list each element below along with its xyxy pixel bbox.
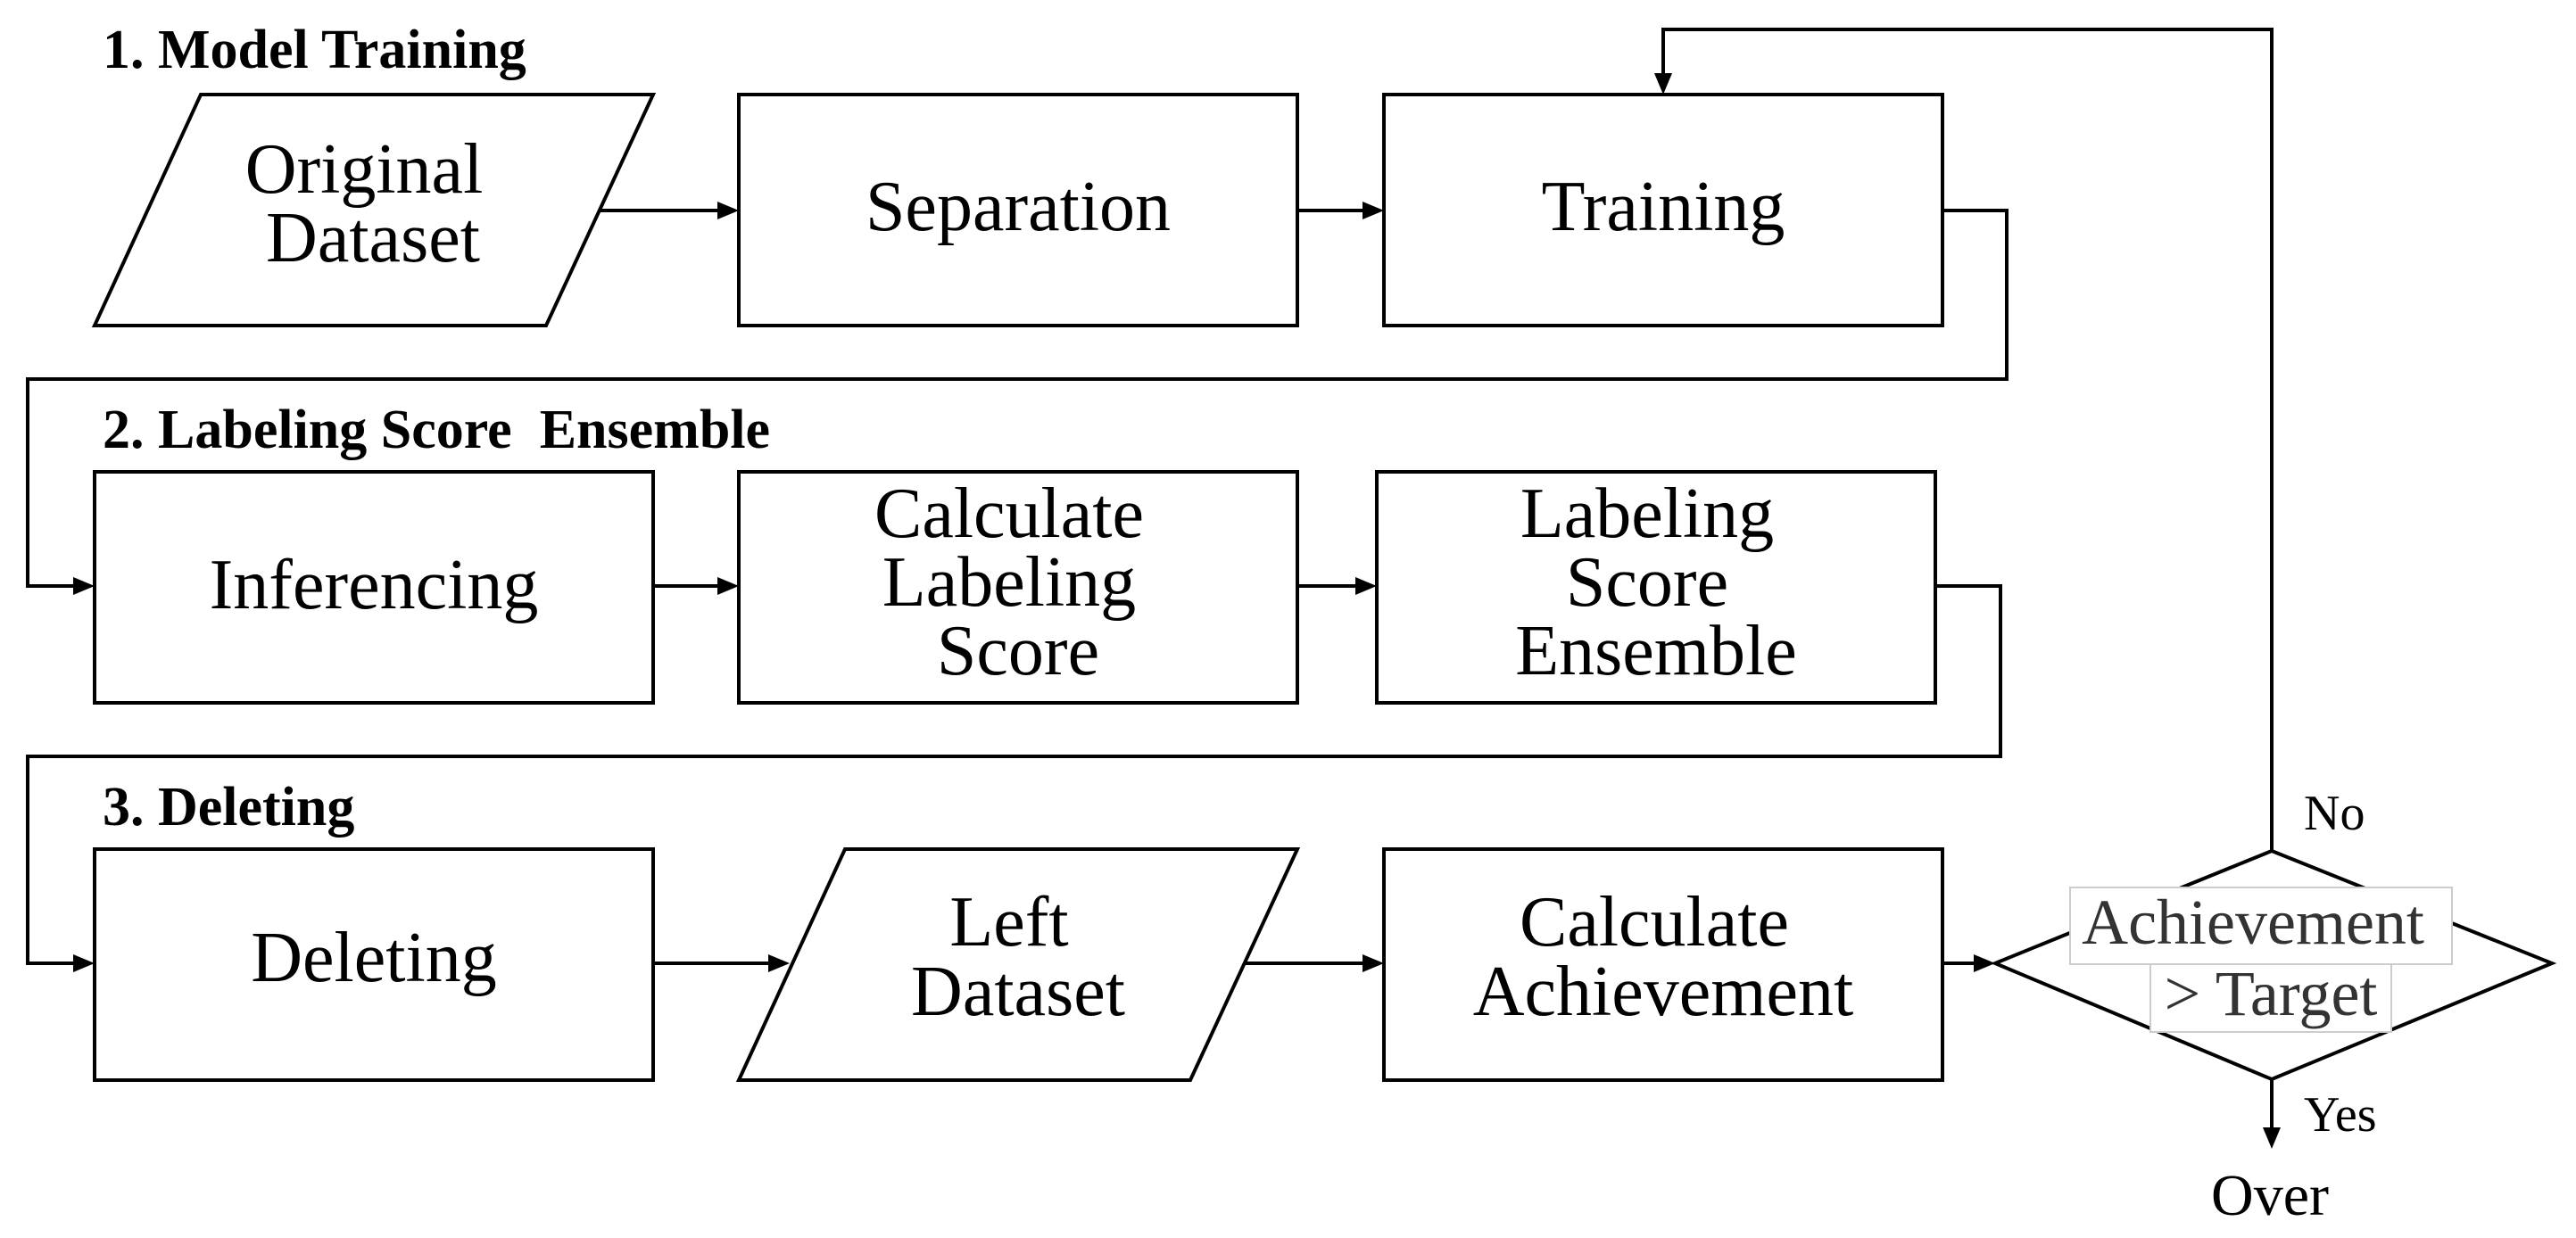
training-node — [1382, 93, 1944, 327]
edge-training-to-inferencing — [26, 209, 2009, 588]
separation-node — [737, 93, 1299, 327]
deleting-node — [93, 847, 655, 1082]
arrowhead-ensemble — [1355, 577, 1377, 595]
labeling-score-ensemble-node — [1375, 470, 1937, 705]
original-dataset-label: Original Dataset — [245, 130, 501, 277]
separation-label: Separation — [866, 168, 1171, 246]
arrowhead-calculate-labeling — [717, 577, 739, 595]
arrowhead-inferencing — [73, 577, 95, 595]
edge-no-to-training — [1661, 28, 2274, 851]
calculate-achievement-label: Calculate Achievement — [1473, 883, 1853, 1031]
section-title-deleting: 3. Deleting — [103, 777, 354, 838]
no-label: No — [2304, 786, 2365, 841]
training-label: Training — [1542, 168, 1785, 246]
decision-label-bg-1 — [2069, 887, 2453, 965]
arrowhead-over — [2263, 1127, 2281, 1149]
inferencing-label: Inferencing — [210, 546, 539, 624]
decision-label: Achievement > Target — [2082, 887, 2440, 1029]
over-label: Over — [2211, 1163, 2329, 1228]
arrowhead-separation — [717, 202, 739, 219]
calculate-achievement-node — [1382, 847, 1944, 1082]
calculate-labeling-score-node — [737, 470, 1299, 705]
edge-ensemble-to-deleting — [26, 584, 2002, 965]
arrowhead-left-dataset — [768, 954, 790, 972]
labeling-score-ensemble-label: Labeling Score Ensemble — [1515, 475, 1796, 690]
left-dataset-node — [735, 847, 1301, 1082]
arrowhead-training — [1363, 202, 1384, 219]
decision-label-bg-2 — [2149, 963, 2392, 1033]
arrowhead-deleting — [73, 954, 95, 972]
calculate-labeling-score-label: Calculate Labeling Score — [874, 475, 1162, 690]
arrowhead-no-training — [1654, 73, 1672, 95]
yes-label: Yes — [2304, 1087, 2376, 1143]
left-dataset-label: Left Dataset — [911, 883, 1125, 1031]
deleting-label: Deleting — [251, 919, 496, 997]
section-title-labeling-score-ensemble: 2. Labeling Score Ensemble — [103, 400, 770, 460]
original-dataset-node — [91, 93, 657, 327]
arrowhead-decision — [1974, 954, 1995, 972]
arrowhead-achievement — [1363, 954, 1384, 972]
section-title-model-training: 1. Model Training — [103, 20, 526, 80]
inferencing-node — [93, 470, 655, 705]
